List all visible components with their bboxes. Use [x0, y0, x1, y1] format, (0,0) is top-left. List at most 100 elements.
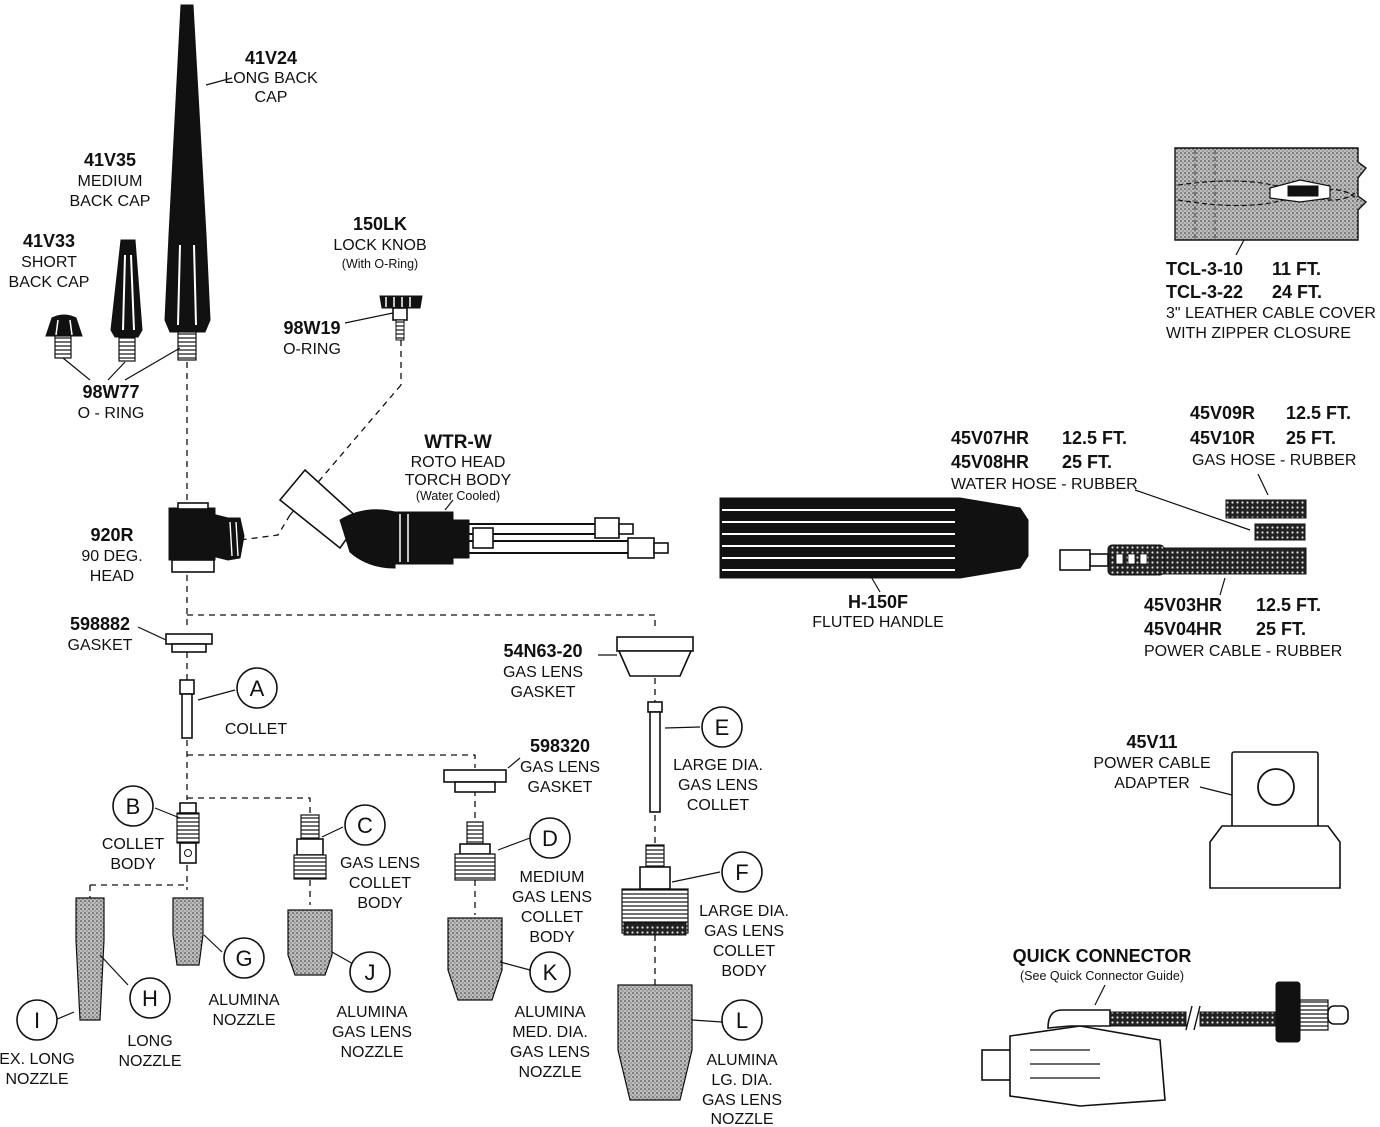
collet-body-d-drawing: [454, 821, 531, 881]
lock-knob-label: LOCK KNOB: [333, 237, 426, 254]
water-hose-number-1: 45V07HR: [951, 428, 1029, 448]
collet-body-d-label-4: BODY: [529, 929, 575, 946]
letter-d: D: [542, 826, 558, 851]
hoses-drawing: [1059, 473, 1307, 596]
long-back-cap-number: 41V24: [245, 48, 297, 68]
labels: 41V24 LONG BACK CAP 41V35 MEDIUM BACK CA…: [9, 48, 1376, 983]
collet-e-label-1: LARGE DIA.: [673, 757, 763, 774]
cable-cover-drawing: [1174, 147, 1368, 256]
letter-l: L: [736, 1008, 748, 1033]
long-back-cap-label-2: CAP: [255, 89, 288, 106]
nozzle-k-label-1: ALUMINA: [514, 1004, 585, 1021]
nozzle-g-label-1: ALUMINA: [208, 992, 279, 1009]
collet-body-d-label-3: COLLET: [521, 909, 583, 926]
nozzle-k-label-3: GAS LENS: [510, 1044, 590, 1061]
cable-cover-length-1: 11 FT.: [1272, 259, 1321, 279]
nozzle-k-label-2: MED. DIA.: [512, 1024, 588, 1041]
collet-body-c-label-2: COLLET: [349, 875, 411, 892]
letter-i: I: [34, 1008, 40, 1033]
gas-lens-gasket-lg-label-2: GASKET: [511, 684, 576, 701]
collet-body-b-label-1: COLLET: [102, 836, 164, 853]
gas-lens-gasket-md-label-2: GASKET: [528, 779, 593, 796]
letter-e: E: [715, 715, 730, 740]
nozzle-j-label-2: GAS LENS: [332, 1024, 412, 1041]
collet-body-f-drawing: [621, 844, 721, 936]
medium-back-cap-label-1: MEDIUM: [78, 173, 143, 190]
power-cable-number-2: 45V04HR: [1144, 619, 1222, 639]
knob-oring-number: 98W19: [283, 318, 340, 338]
nozzle-l-label-3: GAS LENS: [702, 1092, 782, 1109]
gas-hose-length-2: 25 FT.: [1286, 428, 1336, 448]
handle-label: FLUTED HANDLE: [812, 614, 944, 631]
lock-knob-note: (With O-Ring): [342, 257, 418, 271]
letter-b: B: [126, 794, 141, 819]
gas-hose-label: GAS HOSE - RUBBER: [1192, 452, 1356, 469]
lock-knob-drawing: [344, 295, 423, 341]
short-back-cap-label-1: SHORT: [21, 254, 77, 271]
long-back-cap-drawing: [164, 4, 211, 361]
medium-back-cap-number: 41V35: [84, 150, 136, 170]
nozzle-l-label-1: ALUMINA: [706, 1052, 777, 1069]
quick-connector-note: (See Quick Connector Guide): [1020, 969, 1184, 983]
letter-h: H: [142, 986, 158, 1011]
nozzle-j-drawing: [287, 909, 356, 976]
letter-a: A: [250, 676, 265, 701]
collet-body-f-label-3: COLLET: [713, 943, 775, 960]
water-hose-label: WATER HOSE - RUBBER: [951, 476, 1138, 493]
gasket-598882-drawing: [137, 626, 213, 653]
collet-body-f-label-1: LARGE DIA.: [699, 903, 789, 920]
torch-body-drawing: [278, 468, 669, 569]
nozzle-j-label-3: NOZZLE: [340, 1044, 403, 1061]
nozzle-l-label-2: LG. DIA.: [711, 1072, 772, 1089]
power-cable-label: POWER CABLE - RUBBER: [1144, 643, 1342, 660]
nozzle-k-label-4: NOZZLE: [518, 1064, 581, 1081]
nozzle-h-label-2: NOZZLE: [118, 1053, 181, 1070]
torch-body-note: (Water Cooled): [416, 489, 500, 503]
collet-a-label: COLLET: [225, 721, 287, 738]
long-back-cap-label-1: LONG BACK: [224, 70, 318, 87]
letter-circles: [16, 667, 763, 1041]
nozzle-j-label-1: ALUMINA: [336, 1004, 407, 1021]
gas-lens-gasket-md-label-1: GAS LENS: [520, 759, 600, 776]
torch-body-number: WTR-W: [424, 432, 492, 453]
nozzle-i-label-1: EX. LONG: [0, 1051, 75, 1068]
cable-cover-label-1: 3" LEATHER CABLE COVER: [1166, 305, 1376, 322]
power-cable-length-1: 12.5 FT.: [1256, 595, 1321, 615]
cable-cover-number-1: TCL-3-10: [1166, 259, 1243, 279]
nozzle-l-label-4: NOZZLE: [710, 1111, 773, 1127]
short-back-cap-label-2: BACK CAP: [9, 274, 90, 291]
gas-lens-gasket-md-number: 598320: [530, 736, 590, 756]
lock-knob-number: 150LK: [353, 214, 407, 234]
collet-body-b-drawing: [154, 802, 200, 864]
torch-body-label-2: TORCH BODY: [405, 472, 512, 489]
lettered-labels: A COLLET B COLLET BODY C GAS LENS COLLET…: [0, 676, 789, 1127]
nozzle-g-drawing: [172, 897, 223, 966]
collet-e-label-2: GAS LENS: [678, 777, 758, 794]
letter-g: G: [235, 946, 252, 971]
nozzle-i-drawing: [54, 897, 105, 1021]
letter-j: J: [365, 960, 376, 985]
nozzle-g-label-2: NOZZLE: [212, 1012, 275, 1029]
gas-hose-number-1: 45V09R: [1190, 403, 1255, 423]
quick-connector-title: QUICK CONNECTOR: [1013, 946, 1192, 966]
torch-body-label-1: ROTO HEAD: [411, 454, 506, 471]
handle-number: H-150F: [848, 592, 908, 612]
nozzle-l-drawing: [617, 984, 723, 1101]
caps-oring-label: O - RING: [78, 405, 145, 422]
water-hose-length-1: 12.5 FT.: [1062, 428, 1127, 448]
head-number: 920R: [90, 525, 133, 545]
collet-body-f-label-4: BODY: [721, 963, 767, 980]
collet-e-drawing: [647, 701, 701, 813]
gas-hose-length-1: 12.5 FT.: [1286, 403, 1351, 423]
adapter-label-2: ADAPTER: [1114, 775, 1190, 792]
adapter-label-1: POWER CABLE: [1093, 755, 1210, 772]
caps-oring-number: 98W77: [82, 382, 139, 402]
cable-cover-number-2: TCL-3-22: [1166, 282, 1243, 302]
water-hose-number-2: 45V08HR: [951, 452, 1029, 472]
fluted-handle-drawing: [719, 497, 1029, 593]
quick-connector-drawing: [981, 981, 1349, 1107]
cable-cover-label-2: WITH ZIPPER CLOSURE: [1166, 325, 1351, 342]
cable-cover-length-2: 24 FT.: [1272, 282, 1322, 302]
adapter-number: 45V11: [1126, 732, 1177, 752]
